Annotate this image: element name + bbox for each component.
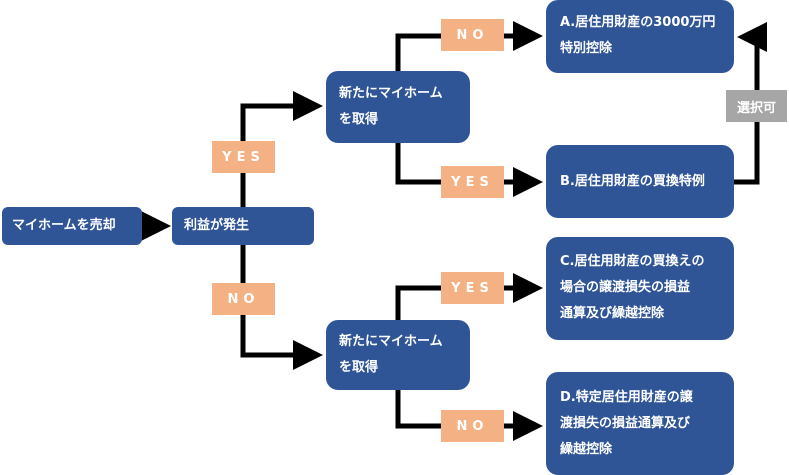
node-acquire-bottom-line-1: 新たにマイホーム bbox=[339, 334, 443, 349]
label-top-no: NO bbox=[441, 19, 504, 51]
node-result-c-line-2: 場合の譲渡損失の損益 bbox=[560, 280, 691, 295]
node-result-d-line-1: D.特定居住用財産の譲 bbox=[560, 390, 693, 405]
node-result-a-line-2: 特別控除 bbox=[560, 41, 613, 56]
node-result-c-line-3: 通算及び繰越控除 bbox=[560, 306, 665, 321]
label-selectable: 選択可 bbox=[726, 90, 787, 122]
node-acquire-top-line-2: を取得 bbox=[339, 112, 379, 127]
node-sell-home-label: マイホームを売却 bbox=[12, 218, 116, 233]
node-result-b: B.居住用財産の買換特例 bbox=[546, 145, 734, 218]
node-acquire-top-line-1: 新たにマイホーム bbox=[339, 86, 443, 101]
node-acquire-bottom: 新たにマイホーム を取得 bbox=[326, 320, 470, 390]
node-result-d-line-3: 繰越控除 bbox=[560, 442, 613, 457]
arrow-profit-yes bbox=[240, 91, 323, 207]
label-top-yes: YES bbox=[441, 166, 504, 198]
label-bottom-yes: YES bbox=[441, 272, 504, 304]
node-result-d: D.特定居住用財産の譲 渡損失の損益通算及び 繰越控除 bbox=[546, 372, 734, 475]
node-result-c-line-1: C.居住用財産の買換えの bbox=[560, 254, 705, 269]
label-profit-yes: YES bbox=[212, 141, 275, 173]
node-result-d-line-2: 渡損失の損益通算及び bbox=[560, 416, 691, 431]
node-acquire-top: 新たにマイホーム を取得 bbox=[326, 71, 470, 143]
node-result-a-line-1: A.居住用財産の3000万円 bbox=[560, 15, 716, 30]
node-result-c: C.居住用財産の買換えの 場合の譲渡損失の損益 通算及び繰越控除 bbox=[546, 237, 734, 340]
node-result-b-line-1: B.居住用財産の買換特例 bbox=[560, 173, 705, 189]
node-result-a: A.居住用財産の3000万円 特別控除 bbox=[546, 0, 734, 73]
node-profit: 利益が発生 bbox=[172, 207, 314, 245]
label-bottom-no: NO bbox=[441, 410, 504, 442]
arrow-profit-no bbox=[240, 245, 323, 370]
node-acquire-bottom-line-2: を取得 bbox=[339, 360, 379, 375]
node-sell-home: マイホームを売却 bbox=[2, 207, 142, 245]
label-profit-no: NO bbox=[212, 283, 275, 315]
node-profit-label: 利益が発生 bbox=[184, 218, 250, 233]
